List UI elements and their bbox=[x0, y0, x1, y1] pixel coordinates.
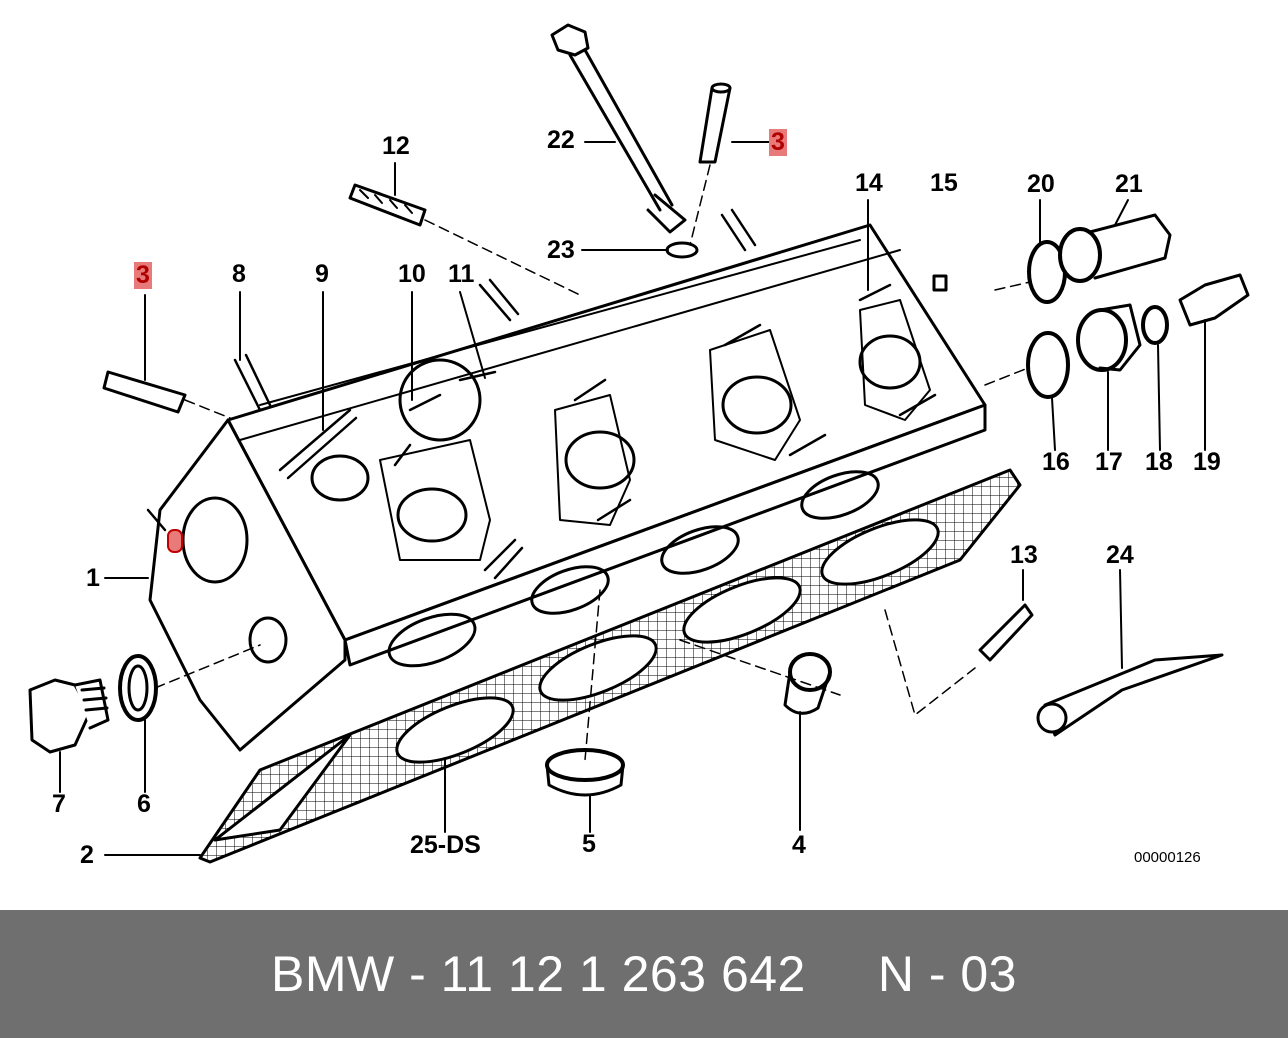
sealant-tube-24 bbox=[1036, 653, 1224, 737]
head-gasket bbox=[198, 468, 1022, 864]
dowel-sleeve-3-left bbox=[102, 370, 187, 414]
ring-5 bbox=[545, 748, 625, 797]
leader-lines bbox=[59, 141, 1206, 856]
highlighted-sleeve bbox=[167, 529, 183, 553]
callout-17: 17 bbox=[1095, 448, 1123, 476]
stud-12 bbox=[348, 183, 427, 227]
callout-18: 18 bbox=[1145, 448, 1173, 476]
callout-5: 5 bbox=[582, 830, 596, 858]
callout-7: 7 bbox=[52, 790, 66, 818]
callout-4: 4 bbox=[792, 831, 806, 859]
callout-10: 10 bbox=[398, 260, 426, 288]
part-number-banner: BMW - 11 12 1 263 642 N - 03 bbox=[0, 910, 1288, 1038]
head-studs bbox=[146, 208, 937, 580]
parts-diagram: 1 2 3 3 4 5 6 7 8 9 10 11 12 13 14 15 16… bbox=[28, 23, 1250, 869]
callout-13: 13 bbox=[1010, 541, 1038, 569]
part-number-text: BMW - 11 12 1 263 642 N - 03 bbox=[271, 946, 1017, 1002]
diagram-drawing bbox=[28, 23, 1250, 864]
callout-20: 20 bbox=[1027, 170, 1055, 198]
screw-plug bbox=[28, 678, 110, 754]
callout-1: 1 bbox=[86, 564, 100, 592]
gasket-16 bbox=[1026, 331, 1070, 399]
union-19 bbox=[1178, 273, 1250, 327]
ring-4 bbox=[783, 652, 832, 715]
callout-2: 2 bbox=[80, 841, 94, 869]
adapter-17 bbox=[1076, 303, 1142, 372]
callout-6: 6 bbox=[137, 790, 151, 818]
callout-24: 24 bbox=[1106, 541, 1134, 569]
callout-9: 9 bbox=[315, 260, 329, 288]
bolt-22 bbox=[550, 23, 687, 234]
stud-15 bbox=[932, 274, 948, 292]
ring-18 bbox=[1141, 305, 1169, 345]
callout-16: 16 bbox=[1042, 448, 1070, 476]
drawing-code: 00000126 bbox=[1134, 849, 1201, 866]
callout-8: 8 bbox=[232, 260, 246, 288]
callout-22: 22 bbox=[547, 126, 575, 154]
dash-dot-lines bbox=[154, 164, 1031, 761]
stud-13 bbox=[978, 603, 1034, 662]
callout-11: 11 bbox=[448, 260, 475, 288]
callout-21: 21 bbox=[1115, 170, 1143, 198]
cylinder-head bbox=[148, 223, 987, 752]
callout-3-top: 3 bbox=[769, 128, 787, 156]
seal-ring-6 bbox=[118, 654, 158, 722]
callout-15: 15 bbox=[930, 169, 958, 197]
dowel-sleeve-3-top bbox=[698, 82, 732, 164]
callout-14: 14 bbox=[855, 169, 883, 197]
callout-12: 12 bbox=[382, 132, 410, 160]
callout-19: 19 bbox=[1193, 448, 1221, 476]
callout-3-left: 3 bbox=[134, 261, 152, 289]
union-21 bbox=[1058, 213, 1172, 283]
callout-25-ds: 25-DS bbox=[410, 831, 481, 859]
washer-23 bbox=[665, 241, 699, 259]
callout-23: 23 bbox=[547, 236, 575, 264]
